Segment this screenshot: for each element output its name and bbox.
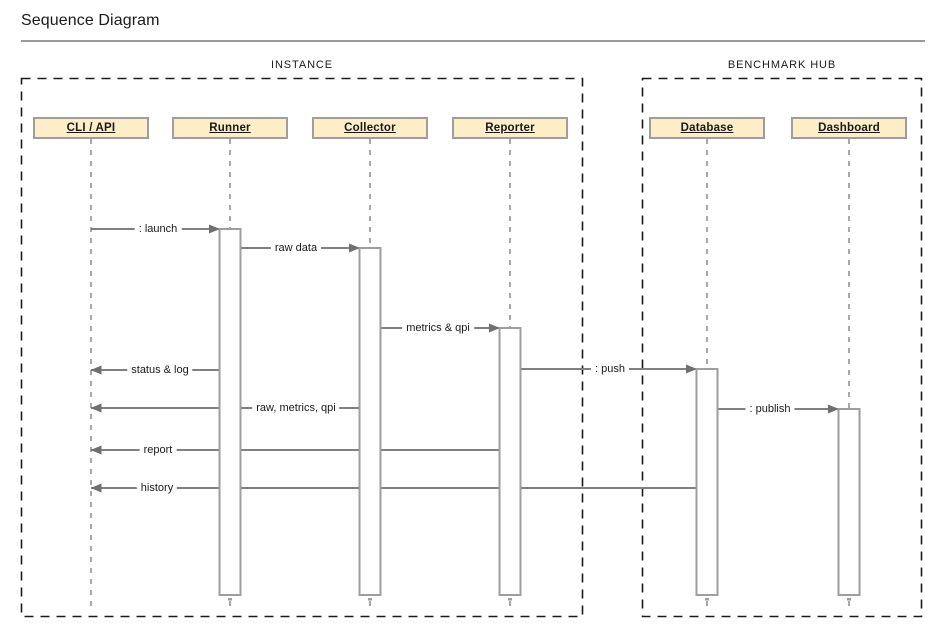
frame-instance: [20, 77, 584, 618]
messages-layer: [90, 224, 839, 493]
activation-reporter: [498, 327, 522, 596]
frames-layer: [20, 77, 923, 618]
activation-foot-collector: [368, 598, 372, 601]
message-label-raw-metrics-qpi: raw, metrics, qpi: [252, 402, 340, 414]
activation-foot-database: [705, 598, 709, 601]
activation-collector: [358, 247, 382, 596]
lifeline-box-reporter[interactable]: Reporter: [452, 117, 568, 139]
frame-label-instance: INSTANCE: [270, 59, 334, 71]
message-label-push: : push: [591, 363, 629, 375]
lifeline-name-database: Database: [680, 122, 734, 134]
lifeline-name-runner: Runner: [209, 122, 251, 134]
activations-layer: [218, 228, 861, 601]
title-divider: [21, 40, 925, 42]
message-label-report: report: [139, 444, 177, 456]
message-label-history: history: [136, 482, 178, 494]
frame-benchmark-hub: [641, 77, 923, 618]
activation-dashboard: [837, 408, 861, 596]
lifeline-name-reporter: Reporter: [485, 122, 535, 134]
lifeline-box-cli-api[interactable]: CLI / API: [33, 117, 149, 139]
lifeline-box-dashboard[interactable]: Dashboard: [791, 117, 907, 139]
lifeline-box-collector[interactable]: Collector: [312, 117, 428, 139]
message-label-status-log: status & log: [127, 364, 193, 376]
message-label-launch: : launch: [134, 223, 182, 235]
lifelines-layer: [90, 139, 850, 608]
lifeline-name-dashboard: Dashboard: [818, 122, 880, 134]
message-label-publish: : publish: [745, 403, 795, 415]
page-title: Sequence Diagram: [21, 12, 160, 29]
lifeline-name-cli-api: CLI / API: [66, 122, 116, 134]
lifeline-box-database[interactable]: Database: [649, 117, 765, 139]
activation-foot-reporter: [508, 598, 512, 601]
activation-foot-runner: [228, 598, 232, 601]
activation-runner: [218, 228, 242, 596]
lifeline-box-runner[interactable]: Runner: [172, 117, 288, 139]
activation-foot-dashboard: [847, 598, 851, 601]
frame-label-benchmark-hub: BENCHMARK HUB: [727, 59, 837, 71]
activation-database: [695, 368, 719, 596]
message-label-metrics-qpi: metrics & qpi: [402, 322, 474, 334]
message-label-raw-data: raw data: [270, 242, 322, 254]
lifeline-name-collector: Collector: [344, 122, 396, 134]
